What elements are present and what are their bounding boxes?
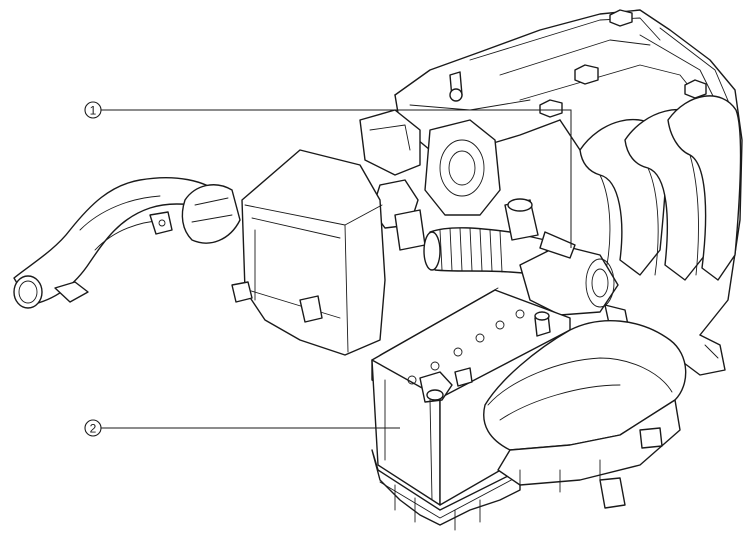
air-intake-duct [13, 177, 241, 309]
callout-2-number: 2 [90, 422, 97, 436]
callout-1: 1 [84, 101, 572, 248]
air-cleaner-housing [231, 149, 386, 356]
callout-1-circle [84, 101, 102, 119]
callout-1-number: 1 [90, 104, 97, 118]
battery-tray [371, 449, 521, 531]
intake-manifold [559, 95, 742, 376]
callout-2-circle [84, 419, 102, 437]
air-cleaner-cover [483, 320, 687, 509]
callout-2: 2 [84, 419, 400, 437]
callout-1-leader [101, 109, 572, 248]
